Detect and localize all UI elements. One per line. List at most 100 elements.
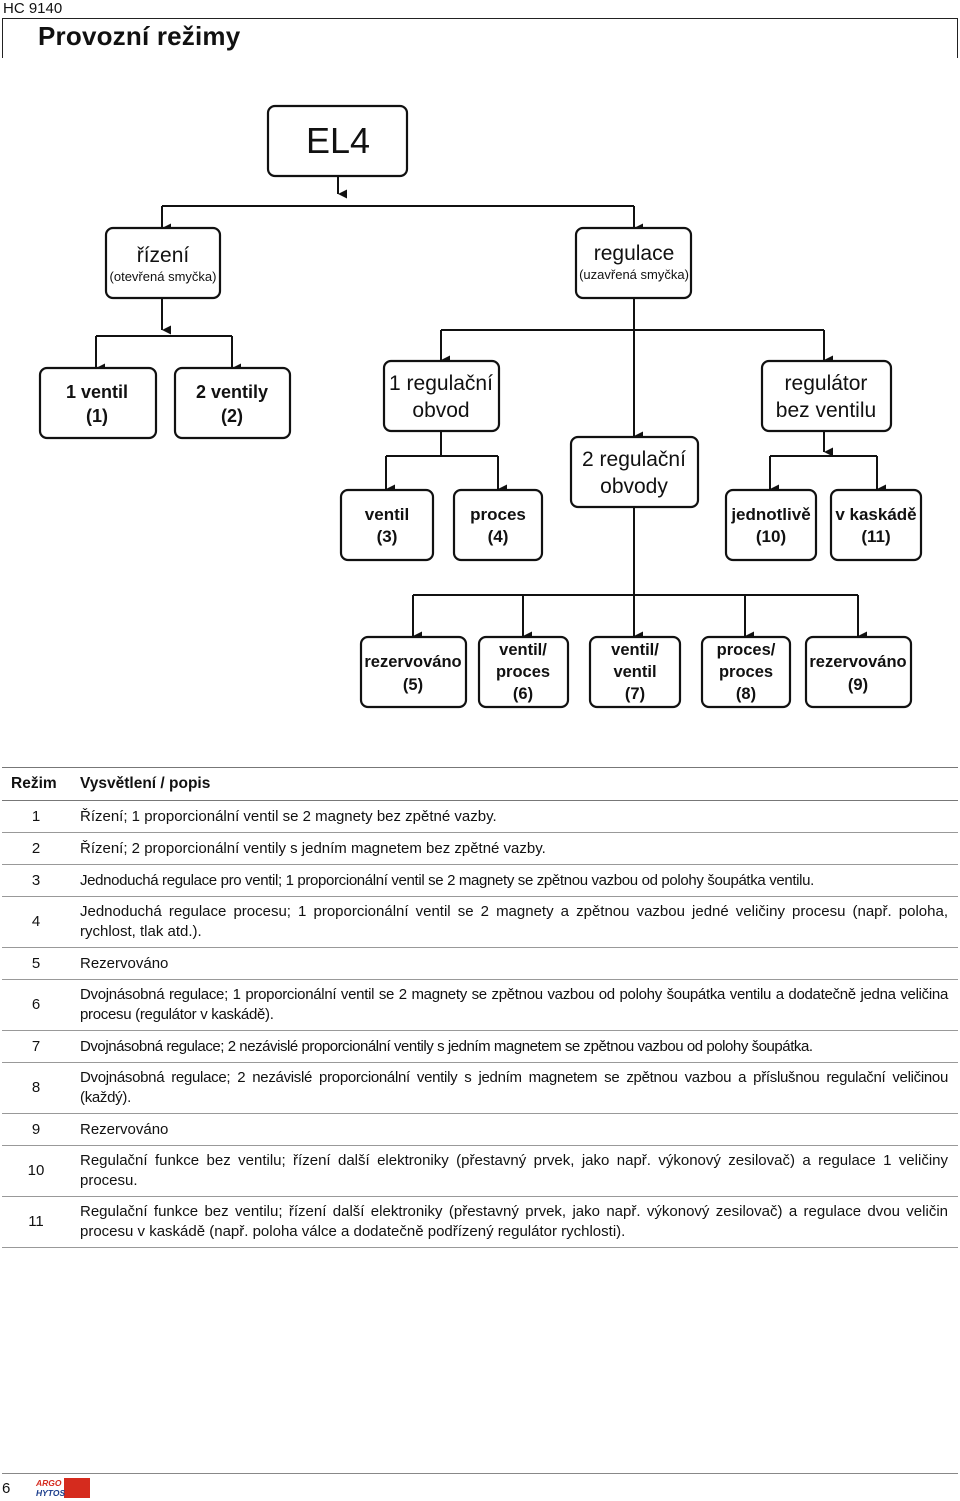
svg-text:(otevřená smyčka): (otevřená smyčka)	[110, 269, 217, 284]
svg-text:proces: proces	[719, 663, 773, 681]
node-one-valve: 1 ventil (1)	[38, 366, 158, 440]
page-title: Provozní režimy	[38, 21, 241, 51]
mode-number: 7	[2, 1030, 70, 1063]
node-valve-3: ventil (3)	[339, 488, 435, 562]
mode-number: 10	[2, 1145, 70, 1197]
mode-description: Řízení; 2 proporcionální ventily s jední…	[70, 832, 958, 865]
svg-text:(1): (1)	[86, 406, 108, 426]
svg-text:(11): (11)	[861, 527, 890, 546]
svg-text:bez ventilu: bez ventilu	[776, 399, 876, 422]
svg-text:(9): (9)	[848, 676, 868, 694]
logo-text-bottom: HYTOS	[36, 1488, 65, 1498]
page-number: 6	[2, 1480, 11, 1497]
svg-text:rezervováno: rezervováno	[809, 653, 906, 671]
node-individual-10: jednotlivě (10)	[724, 488, 818, 562]
node-cascade-11: v kaskádě (11)	[829, 488, 923, 562]
logo-text-top: ARGO	[35, 1478, 62, 1488]
svg-text:(uzavřená smyčka): (uzavřená smyčka)	[579, 267, 689, 282]
mode-number: 5	[2, 947, 70, 980]
argo-hytos-logo: ARGO HYTOS	[35, 1478, 90, 1498]
node-valve-valve-7: ventil/ ventil (7)	[588, 635, 682, 709]
diagram-connectors	[95, 176, 886, 641]
mode-description: Řízení; 1 proporcionální ventil se 2 mag…	[70, 800, 958, 833]
svg-text:proces/: proces/	[717, 641, 776, 659]
svg-text:proces: proces	[496, 663, 550, 681]
mode-description: Rezervováno	[70, 947, 958, 980]
mode-number: 6	[2, 979, 70, 1031]
svg-text:rezervováno: rezervováno	[364, 653, 461, 671]
svg-text:(7): (7)	[625, 685, 645, 703]
svg-text:řízení: řízení	[137, 244, 190, 267]
mode-number: 11	[2, 1196, 70, 1248]
svg-text:(4): (4)	[488, 527, 509, 546]
node-two-control-circuits: 2 regulační obvody	[569, 435, 700, 509]
svg-text:jednotlivě: jednotlivě	[730, 505, 810, 524]
mode-number: 2	[2, 832, 70, 865]
svg-text:regulátor: regulátor	[785, 372, 868, 395]
node-process-4: proces (4)	[452, 488, 544, 562]
mode-description: Dvojnásobná regulace; 1 proporcionální v…	[70, 979, 958, 1031]
node-valve-process-6: ventil/ proces (6)	[477, 635, 570, 709]
operating-modes-diagram: EL4 řízení (otevřená smyčka) regulace (u…	[38, 104, 923, 709]
node-process-process-8: proces/ proces (8)	[700, 635, 792, 709]
svg-text:(5): (5)	[403, 676, 423, 694]
svg-text:(3): (3)	[377, 527, 398, 546]
node-root-el4: EL4	[266, 104, 409, 178]
svg-text:2 ventily: 2 ventily	[196, 382, 268, 402]
svg-text:(2): (2)	[221, 406, 243, 426]
mode-number: 8	[2, 1062, 70, 1114]
mode-description: Dvojnásobná regulace; 2 nezávislé propor…	[70, 1030, 958, 1063]
mode-description: Rezervováno	[70, 1113, 958, 1146]
node-reserved-5: rezervováno (5)	[359, 635, 468, 709]
svg-text:ventil/: ventil/	[611, 641, 659, 659]
svg-text:1 regulační: 1 regulační	[389, 372, 493, 395]
svg-text:obvod: obvod	[412, 399, 469, 422]
svg-text:2 regulační: 2 regulační	[582, 448, 686, 471]
title-bar	[2, 18, 958, 58]
document-code: HC 9140	[3, 0, 63, 17]
mode-number: 3	[2, 864, 70, 897]
mode-number: 9	[2, 1113, 70, 1146]
mode-number: 4	[2, 896, 70, 948]
logo-red-block	[64, 1478, 90, 1498]
mode-description: Jednoduchá regulace procesu; 1 proporcio…	[70, 896, 958, 948]
svg-text:EL4: EL4	[306, 120, 370, 161]
node-controller-without-valve: regulátor bez ventilu	[760, 359, 893, 433]
svg-text:proces: proces	[470, 505, 526, 524]
svg-text:ventil: ventil	[365, 505, 409, 524]
mode-description: Regulační funkce bez ventilu; řízení dal…	[70, 1145, 958, 1197]
mode-description: Jednoduchá regulace pro ventil; 1 propor…	[70, 864, 958, 897]
node-two-valves: 2 ventily (2)	[173, 366, 292, 440]
svg-text:1 ventil: 1 ventil	[66, 382, 128, 402]
svg-text:ventil/: ventil/	[499, 641, 547, 659]
column-header-description: Vysvětlení / popis	[70, 767, 958, 801]
svg-text:(8): (8)	[736, 685, 756, 703]
node-reserved-9: rezervováno (9)	[804, 635, 913, 709]
svg-text:v kaskádě: v kaskádě	[835, 505, 916, 524]
node-closed-loop: regulace (uzavřená smyčka)	[574, 226, 693, 300]
footer-divider	[2, 1473, 958, 1474]
mode-description: Regulační funkce bez ventilu; řízení dal…	[70, 1196, 958, 1248]
svg-text:regulace: regulace	[594, 242, 675, 265]
table-header-row: Režim Vysvětlení / popis	[2, 767, 958, 801]
node-one-control-circuit: 1 regulační obvod	[382, 359, 501, 433]
mode-number: 1	[2, 800, 70, 833]
svg-text:obvody: obvody	[600, 475, 668, 498]
mode-description: Dvojnásobná regulace; 2 nezávislé propor…	[70, 1062, 958, 1114]
svg-text:(6): (6)	[513, 685, 533, 703]
svg-text:(10): (10)	[756, 527, 786, 546]
svg-text:ventil: ventil	[613, 663, 656, 681]
node-open-loop: řízení (otevřená smyčka)	[104, 226, 222, 300]
